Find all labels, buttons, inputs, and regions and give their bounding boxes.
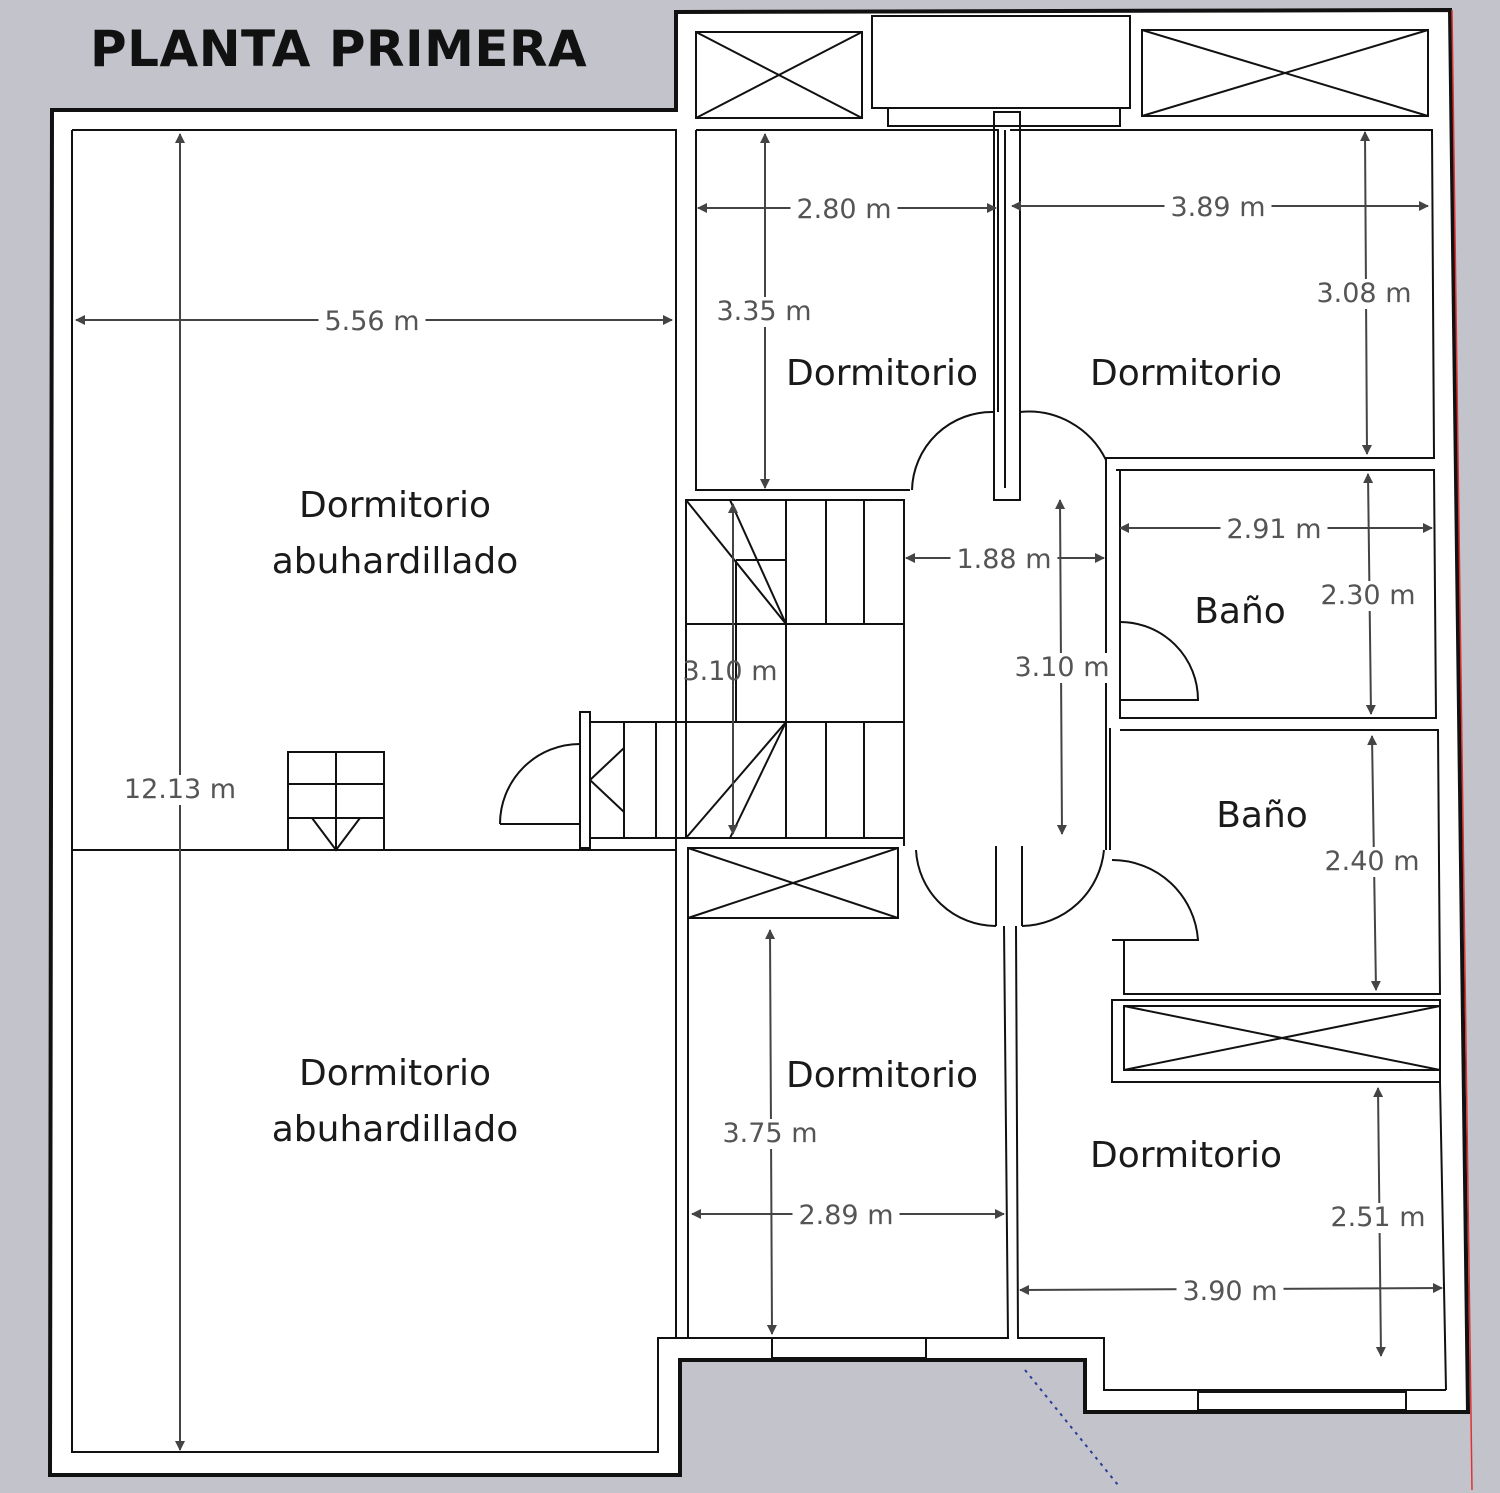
- dimension-label: 3.10 m: [682, 656, 778, 687]
- room-label-bathroom-lower: Baño: [1216, 795, 1308, 836]
- dimension-label: 2.89 m: [792, 1201, 900, 1231]
- dimension-label: 3.90 m: [1176, 1277, 1284, 1307]
- attic-walls: [72, 500, 677, 1338]
- dimension-label: 2.91 m: [1220, 515, 1328, 545]
- red-guide-line: [1451, 9, 1473, 1491]
- room-label-bedroom-top-left: Dormitorio: [786, 353, 978, 394]
- room-label-bedroom-bottom-left: Dormitorio: [786, 1055, 978, 1096]
- corridor-walls: [903, 500, 1105, 928]
- blue-dotted-line: [1024, 1369, 1119, 1486]
- dimension-label: 3.89 m: [1164, 193, 1272, 223]
- room-label-bedroom-top-right: Dormitorio: [1090, 353, 1282, 394]
- dimension-label: 3.08 m: [1310, 279, 1418, 309]
- upper-bedroom-walls: [695, 111, 1436, 501]
- dimension-label: 5.56 m: [318, 307, 426, 337]
- lower-bedroom-walls: [687, 847, 1447, 1411]
- dimension-label: 3.10 m: [1008, 653, 1116, 683]
- plan-title: PLANTA PRIMERA: [90, 20, 588, 78]
- inner-wall-left: [71, 129, 688, 1453]
- dimension-label: 2.30 m: [1314, 581, 1422, 611]
- dimension-label: 2.40 m: [1318, 847, 1426, 877]
- room-label-bedroom-bottom-right: Dormitorio: [1090, 1135, 1282, 1176]
- dimension-label: 3.75 m: [716, 1119, 824, 1149]
- dimension-label: 2.51 m: [1324, 1203, 1432, 1233]
- dimension-label: 1.88 m: [950, 545, 1058, 575]
- dimension-label: 12.13 m: [117, 775, 243, 805]
- floor-area: [47, 7, 1471, 1477]
- dimension-label: 3.35 m: [710, 297, 818, 327]
- top-closets: [695, 15, 1429, 127]
- dimension-label: 2.80 m: [790, 195, 898, 225]
- room-label-bathroom-upper: Baño: [1194, 591, 1286, 632]
